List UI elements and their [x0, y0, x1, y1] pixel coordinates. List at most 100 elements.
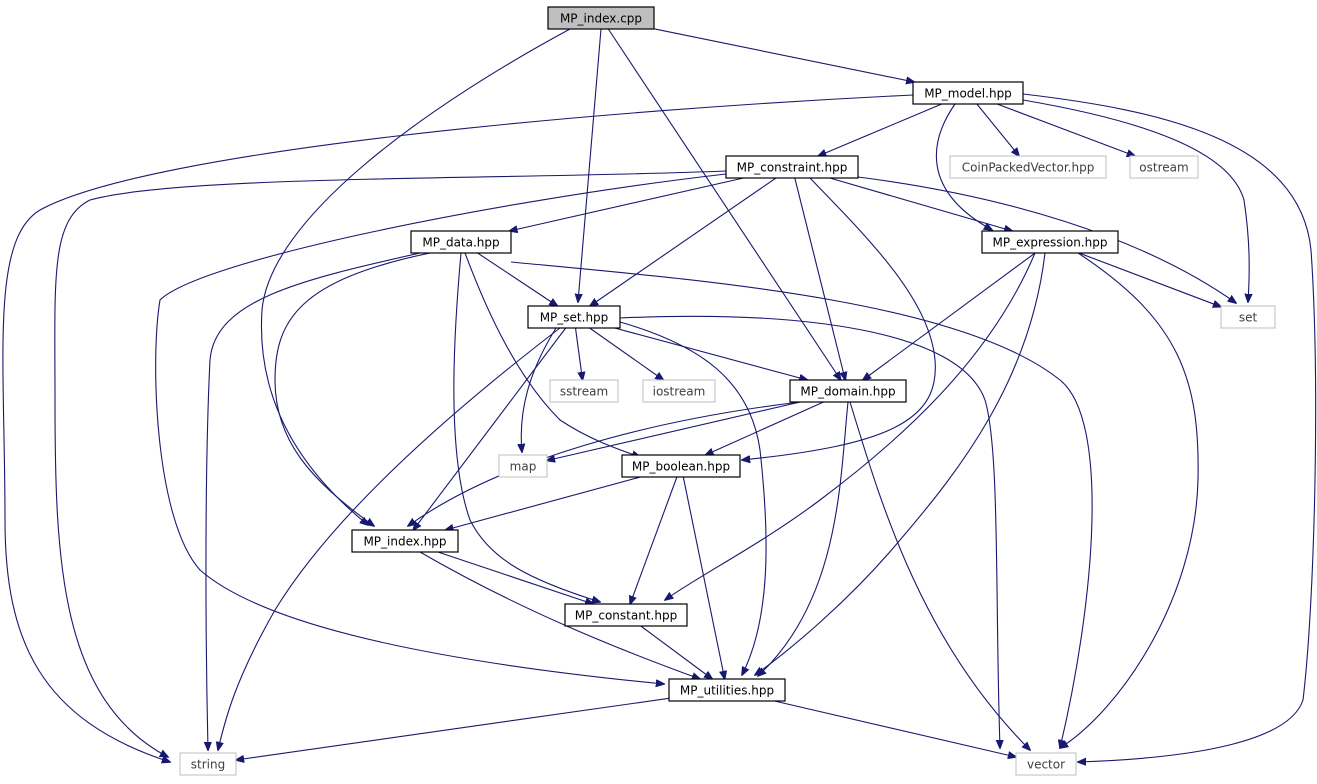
edge-line: [408, 401, 801, 526]
edge-mp-model-to-string: [2, 94, 914, 762]
node-ostream: ostream: [1129, 155, 1199, 179]
node-mp-constraint[interactable]: MP_constraint.hpp: [725, 155, 859, 179]
edge-mp-boolean-to-mp-index-hpp: [446, 476, 641, 530]
edge-line: [446, 476, 641, 530]
node-label: MP_constraint.hpp: [737, 161, 848, 175]
edge-mp-domain-to-map: [547, 401, 801, 461]
edge-line: [619, 315, 1000, 748]
node-box: [564, 603, 688, 627]
node-mp-data[interactable]: MP_data.hpp: [410, 230, 512, 254]
edge-line: [935, 103, 992, 230]
node-mp-model[interactable]: MP_model.hpp: [912, 81, 1024, 105]
node-label: MP_expression.hpp: [993, 236, 1108, 250]
node-label: MP_data.hpp: [422, 236, 499, 250]
node-label: MP_index.hpp: [363, 535, 446, 549]
edge-mp-model-to-mp-expression: [935, 103, 992, 230]
node-mp-constant[interactable]: MP_constant.hpp: [564, 603, 688, 627]
node-box: [498, 454, 548, 478]
edge-line: [477, 252, 558, 306]
edge-line: [619, 321, 767, 675]
node-mp-set[interactable]: MP_set.hpp: [527, 305, 621, 329]
nodes-layer: MP_index.cppMP_model.hppMP_constraint.hp…: [179, 6, 1276, 776]
edge-line: [1022, 99, 1249, 302]
edge-mp-expression-to-vector: [1060, 252, 1199, 748]
edge-mp-data-to-mp-index-hpp: [274, 252, 431, 526]
edge-mp-set-to-iostream: [589, 327, 664, 380]
edge-line: [849, 401, 1030, 750]
edge-mp-boolean-to-mp-constant: [630, 476, 678, 604]
node-box: [179, 752, 237, 776]
edge-mp-model-to-ostream: [996, 103, 1135, 156]
node-iostream: iostream: [642, 379, 716, 403]
edge-line: [218, 327, 561, 750]
node-label: CoinPackedVector.hpp: [962, 161, 1095, 175]
edge-mp-constraint-to-mp-utilities: [155, 173, 727, 684]
edge-mp-index-cpp-to-mp-index-hpp: [260, 28, 571, 525]
edge-mp-index-cpp-to-mp-model: [653, 28, 914, 82]
edge-line: [996, 103, 1135, 156]
edge-line: [829, 177, 1012, 231]
node-box: [949, 155, 1107, 179]
node-box: [725, 155, 859, 179]
node-mp-expression[interactable]: MP_expression.hpp: [981, 230, 1119, 254]
edge-mp-index-cpp-to-mp-domain: [607, 28, 840, 380]
edge-mp-set-to-sstream: [574, 327, 583, 380]
node-label: string: [191, 758, 225, 772]
edge-mp-index-cpp-to-mp-set: [578, 28, 602, 302]
edge-line: [453, 252, 600, 602]
node-box: [789, 379, 907, 403]
edge-line: [155, 173, 727, 684]
node-mp-index-cpp[interactable]: MP_index.cpp: [547, 6, 655, 30]
node-label: sstream: [560, 385, 608, 399]
node-box: [668, 678, 786, 702]
edge-mp-model-to-mp-constraint: [818, 103, 943, 156]
edge-mp-set-to-string: [218, 327, 561, 750]
node-label: MP_index.cpp: [560, 12, 642, 26]
edge-line: [589, 327, 664, 380]
edge-mp-data-to-vector: [510, 261, 1093, 748]
edge-mp-domain-to-mp-index-hpp: [408, 401, 801, 526]
edge-mp-constraint-to-mp-set: [590, 177, 777, 306]
edge-mp-index-hpp-to-mp-constant: [437, 551, 593, 604]
node-sstream: sstream: [549, 379, 619, 403]
edge-mp-constraint-to-set: [857, 176, 1236, 303]
edge-line: [574, 327, 583, 380]
edge-mp-constant-to-mp-utilities: [640, 625, 712, 679]
edge-mp-expression-to-mp-utilities: [755, 252, 1046, 675]
edge-line: [863, 252, 1036, 380]
edge-mp-domain-to-vector: [849, 401, 1030, 750]
edge-mp-constraint-to-mp-data: [510, 177, 744, 231]
node-label: set: [1239, 311, 1258, 325]
edge-line: [976, 103, 1019, 156]
edge-line: [510, 261, 1093, 748]
node-box: [1220, 305, 1276, 329]
edge-line: [640, 625, 712, 679]
edge-line: [590, 177, 777, 306]
node-box: [549, 379, 619, 403]
node-mp-index-hpp[interactable]: MP_index.hpp: [351, 529, 459, 553]
edge-line: [794, 177, 846, 380]
edge-line: [758, 401, 849, 676]
node-label: MP_set.hpp: [540, 311, 609, 325]
edge-mp-data-to-string: [206, 252, 421, 750]
node-box: [642, 379, 716, 403]
node-coin: CoinPackedVector.hpp: [949, 155, 1107, 179]
node-box: [1129, 155, 1199, 179]
node-set: set: [1220, 305, 1276, 329]
edge-line: [665, 252, 1036, 600]
node-mp-boolean[interactable]: MP_boolean.hpp: [621, 454, 741, 478]
edge-mp-set-to-mp-index-hpp: [413, 327, 567, 530]
node-label: ostream: [1139, 161, 1188, 175]
node-box: [351, 529, 459, 553]
edge-line: [578, 28, 602, 302]
node-mp-utilities[interactable]: MP_utilities.hpp: [668, 678, 786, 702]
edge-mp-expression-to-mp-constant: [665, 252, 1036, 600]
edge-mp-data-to-mp-boolean: [464, 252, 640, 457]
edge-mp-constraint-to-mp-expression: [829, 177, 1012, 231]
edge-mp-domain-to-mp-boolean: [706, 401, 824, 455]
edge-line: [1022, 93, 1317, 762]
node-box: [410, 230, 512, 254]
edge-line: [54, 170, 727, 757]
edge-mp-expression-to-set: [1078, 252, 1221, 307]
node-mp-domain[interactable]: MP_domain.hpp: [789, 379, 907, 403]
